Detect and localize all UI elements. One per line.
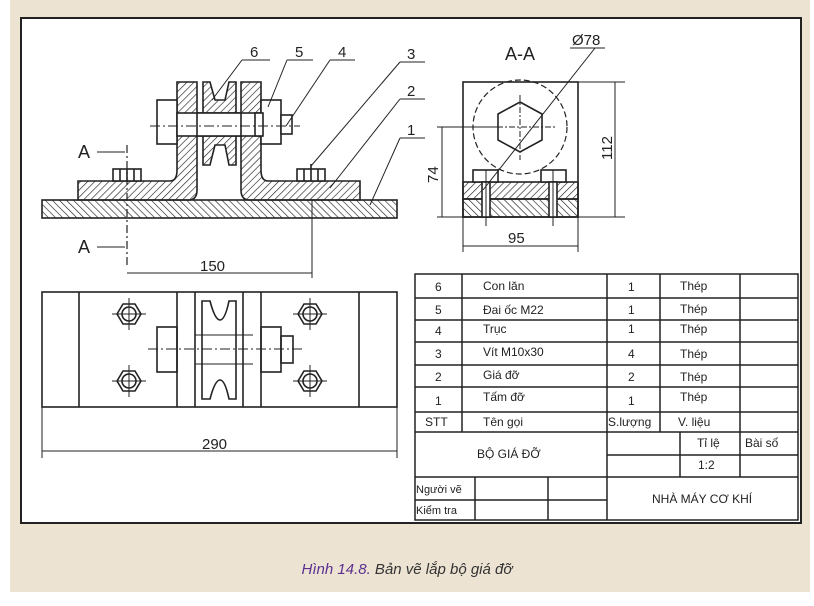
organization-name: NHÀ MÁY CƠ KHÍ <box>652 491 753 506</box>
dim-150: 150 <box>200 258 225 275</box>
cell-stt: 6 <box>435 280 442 294</box>
header-name: Tên gọi <box>483 415 523 429</box>
cell-name: Con lăn <box>483 279 524 293</box>
dim-112: 112 <box>599 136 616 160</box>
shaft-through-roller <box>196 112 242 137</box>
section-mark-top: A <box>78 142 90 162</box>
cell-material: Thép <box>680 347 708 361</box>
cell-material: Thép <box>680 390 708 404</box>
dim-diameter: Ø78 <box>572 32 600 49</box>
cell-material: Thép <box>680 279 708 293</box>
sheet-label: Bài số <box>745 436 779 450</box>
figure-caption: Hình 14.8. Bản vẽ lắp bộ giá đỡ <box>0 561 814 578</box>
cell-stt: 3 <box>435 347 442 361</box>
header-material: V. liệu <box>678 415 710 429</box>
cell-stt: 2 <box>435 370 442 384</box>
cell-qty: 1 <box>628 322 635 336</box>
cell-name: Vít M10x30 <box>483 345 544 359</box>
scale-label: Tỉ lệ <box>697 436 720 450</box>
bolt-head-left <box>156 99 178 145</box>
cell-qty: 1 <box>628 394 635 408</box>
section-view-title: A-A <box>505 44 535 64</box>
dim-74: 74 <box>425 166 442 183</box>
scale-value: 1:2 <box>698 458 715 472</box>
cell-material: Thép <box>680 370 708 384</box>
base-plate-part-1 <box>41 199 398 219</box>
checked-by-label: Kiểm tra <box>416 505 458 517</box>
cell-name: Đai ốc M22 <box>483 303 544 317</box>
cell-stt: 1 <box>435 394 442 408</box>
cell-material: Thép <box>680 302 708 316</box>
callout-5: 5 <box>295 44 303 61</box>
support-part-2 <box>77 81 198 201</box>
cell-qty: 2 <box>628 370 635 384</box>
cell-stt: 5 <box>435 303 442 317</box>
caption-number: Hình 14.8. <box>301 561 371 578</box>
cell-stt: 4 <box>435 324 442 338</box>
callout-4: 4 <box>338 44 346 61</box>
header-qty: S.lượng <box>608 415 651 429</box>
callout-3: 3 <box>407 46 415 63</box>
cell-qty: 1 <box>628 280 635 294</box>
cell-name: Tấm đỡ <box>483 390 525 404</box>
screw-part-3-right <box>296 164 326 182</box>
top-view <box>41 291 398 458</box>
cell-name: Giá đỡ <box>483 368 520 382</box>
callout-2: 2 <box>407 83 415 100</box>
section-mark-bottom: A <box>78 237 90 257</box>
cell-qty: 1 <box>628 303 635 317</box>
callout-6: 6 <box>250 44 258 61</box>
cell-qty: 4 <box>628 347 635 361</box>
drawing-title: BỘ GIÁ ĐỠ <box>477 446 541 461</box>
caption-text: Bản vẽ lắp bộ giá đỡ <box>370 561 513 578</box>
drawing-frame <box>20 17 802 524</box>
section-view-a-a <box>437 47 625 252</box>
parts-list-table <box>414 273 799 521</box>
callout-1: 1 <box>407 122 415 139</box>
bolt-hex-heads <box>112 298 327 397</box>
shaft-end <box>254 112 264 137</box>
cell-material: Thép <box>680 322 708 336</box>
dim-290: 290 <box>202 436 227 453</box>
cell-name: Trục <box>483 322 507 336</box>
dim-95: 95 <box>508 230 525 247</box>
callout-leaders <box>211 59 425 206</box>
drawn-by-label: Người vẽ <box>416 484 462 496</box>
support-part-2-right <box>240 81 361 201</box>
nut-part-5 <box>260 99 282 145</box>
front-view <box>41 59 425 278</box>
header-stt: STT <box>425 415 448 429</box>
